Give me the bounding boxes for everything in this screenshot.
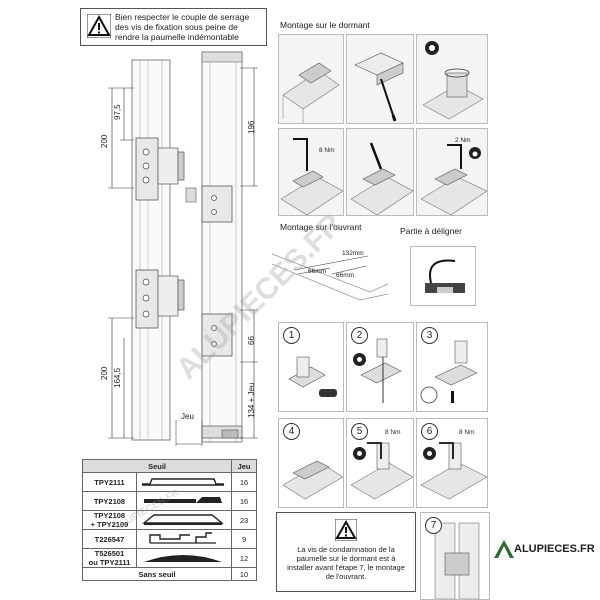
step-number-2: 2: [351, 327, 368, 344]
torque-2nm-label: 2 Nm: [455, 137, 471, 144]
torque-8nm-label: 8 Nm: [319, 147, 335, 154]
step-panel-1: 1: [278, 322, 344, 412]
seuil-jeu: 9: [231, 529, 257, 549]
step-number-5: 5: [351, 423, 368, 440]
seuil-ref: TPY2108: [82, 491, 137, 511]
dim-200-bottom: 200: [100, 366, 109, 380]
table-row: TPY2108+ TPY2109 23: [82, 510, 257, 530]
dim-66mm-b: 66mm: [336, 272, 355, 279]
step-panel-4: 4: [278, 418, 344, 508]
seuil-table: Seuil Jeu TPY2111 16 TPY2108 16 TPY2108+…: [81, 459, 257, 581]
seuil-ref-line: + TPY2109: [90, 520, 129, 529]
dim-196: 196: [247, 120, 256, 134]
table-row: Sans seuil 10: [81, 567, 257, 581]
seuil-ref-line: ou TPY2111: [88, 558, 131, 567]
partie-deligner-title: Partie à déligner: [400, 226, 462, 236]
gear-icon: [423, 447, 436, 460]
warning-triangle-icon: [86, 13, 112, 39]
dim-164-5: 164,5: [113, 367, 122, 388]
logo-text: ALUPIECES.FR: [514, 543, 595, 555]
seuil-ref: TPY2111: [82, 472, 137, 492]
warning-bottom-text: La vis de condamnation de la paumelle su…: [287, 545, 405, 581]
dim-66mm-a: 66mm: [308, 268, 327, 275]
seuil-profile-image: [135, 548, 233, 568]
dormant-step-panel-2: [346, 34, 414, 124]
step-number-7: 7: [425, 517, 442, 534]
sans-seuil-label: Sans seuil: [81, 567, 233, 581]
warning-bottom-box: La vis de condamnation de la paumelle su…: [276, 512, 416, 592]
torque-8nm-label: 8 Nm: [459, 429, 475, 436]
seuil-profile-image: [135, 529, 233, 549]
seuil-ref: T226547: [82, 529, 137, 549]
step-number-3: 3: [421, 327, 438, 344]
section-dormant-title: Montage sur le dormant: [280, 20, 370, 30]
alupieces-logo-icon: [494, 540, 514, 558]
table-row: TPY2111 16: [82, 472, 257, 492]
dim-132mm: 132mm: [342, 250, 364, 257]
partie-deligner-panel: [410, 246, 476, 306]
seuil-ref-line: TPY2108: [93, 511, 126, 520]
seuil-jeu: 16: [231, 491, 257, 511]
dormant-step-panel-6: 2 Nm: [416, 128, 488, 216]
step-number-4: 4: [283, 423, 300, 440]
step-panel-7: 7: [420, 512, 490, 600]
jeu-label: Jeu: [181, 412, 194, 421]
dormant-step-panel-4: 8 Nm: [278, 128, 344, 216]
step-panel-2: 2: [346, 322, 414, 412]
seuil-jeu: 12: [231, 548, 257, 568]
gear-icon: [469, 147, 481, 159]
step-number-6: 6: [421, 423, 438, 440]
dim-66: 66: [247, 336, 256, 345]
step-panel-5: 5 8 Nm: [346, 418, 414, 508]
seuil-jeu: 16: [231, 472, 257, 492]
step-panel-3: 3: [416, 322, 488, 412]
hinge-technical-drawing: [108, 51, 258, 446]
torque-8nm-label: 8 Nm: [385, 429, 401, 436]
dormant-step-panel-1: [278, 34, 344, 124]
warning-top-text: Bien respecter le couple de serrage des …: [115, 12, 250, 42]
seuil-profile-image: [135, 472, 233, 492]
section-ouvrant-title: Montage sur l'ouvrant: [280, 222, 362, 232]
sans-seuil-jeu: 10: [231, 567, 257, 581]
gear-icon: [425, 41, 439, 55]
seuil-ref-line: T526501: [94, 549, 125, 558]
gear-icon: [353, 447, 366, 460]
dim-97-5: 97,5: [113, 104, 122, 120]
dormant-step-panel-5: [346, 128, 414, 216]
seuil-jeu: 23: [231, 510, 257, 530]
jeu-header: Jeu: [231, 459, 257, 473]
step-number-1: 1: [283, 327, 300, 344]
warning-triangle-icon: [334, 518, 358, 542]
table-row: TPY2108 16: [82, 491, 257, 511]
seuil-header: Seuil: [81, 459, 233, 473]
alupieces-logo: ALUPIECES.FR: [494, 538, 595, 562]
dormant-step-panel-3: [416, 34, 488, 124]
warning-top-box: Bien respecter le couple de serrage des …: [80, 8, 267, 46]
dim-134-jeu: 134 + Jeu: [247, 382, 256, 418]
gear-icon: [353, 353, 366, 366]
seuil-table-header: Seuil Jeu: [81, 459, 257, 473]
dim-200-top: 200: [100, 134, 109, 148]
table-row: T226547 9: [82, 529, 257, 549]
ouvrant-cut-panel: 132mm 66mm 66mm: [270, 234, 388, 310]
step-panel-6: 6 8 Nm: [416, 418, 488, 508]
